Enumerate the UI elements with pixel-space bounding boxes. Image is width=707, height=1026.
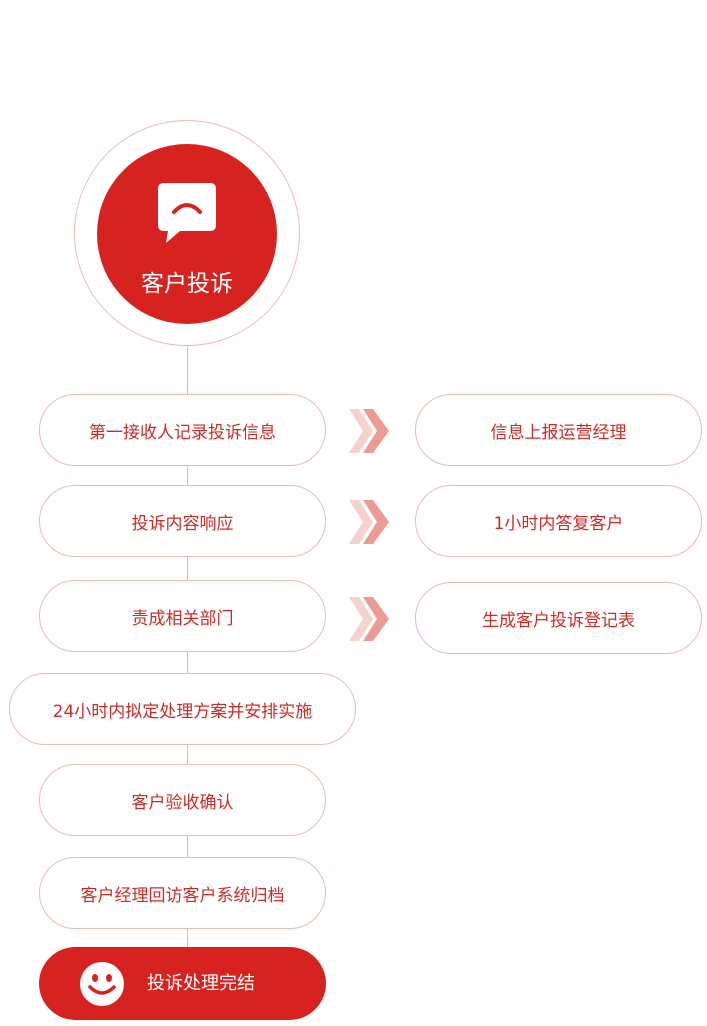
connector-line [187, 929, 188, 947]
chevron-arrow-icon [349, 500, 389, 544]
step-6: 客户经理回访客户系统归档 [39, 857, 326, 929]
connector-line [187, 652, 188, 673]
connector-line [187, 836, 188, 857]
step-3: 责成相关部门 [39, 580, 326, 652]
step-final: 投诉处理完结 [39, 947, 326, 1020]
step-5: 客户验收确认 [39, 764, 326, 836]
step-3-result: 生成客户投诉登记表 [415, 582, 702, 654]
step-2-result: 1小时内答复客户 [415, 485, 702, 557]
chevron-arrow-icon [349, 597, 389, 641]
step-1-result: 信息上报运营经理 [415, 394, 702, 466]
chevron-arrow-icon [349, 409, 389, 453]
header-outer-ring [74, 120, 300, 346]
header-circle [97, 144, 277, 324]
step-4: 24小时内拟定处理方案并安排实施 [9, 673, 356, 745]
connector-line [187, 745, 188, 764]
step-1: 第一接收人记录投诉信息 [39, 394, 326, 466]
final-label: 投诉处理完结 [147, 973, 255, 994]
speech-bubble-icon [158, 183, 216, 243]
connector-line [187, 557, 188, 580]
smiley-icon [80, 962, 124, 1006]
connector-line [187, 466, 188, 485]
connector-line [187, 346, 188, 394]
step-2: 投诉内容响应 [39, 485, 326, 557]
page-title: 客户投诉 [141, 271, 233, 297]
